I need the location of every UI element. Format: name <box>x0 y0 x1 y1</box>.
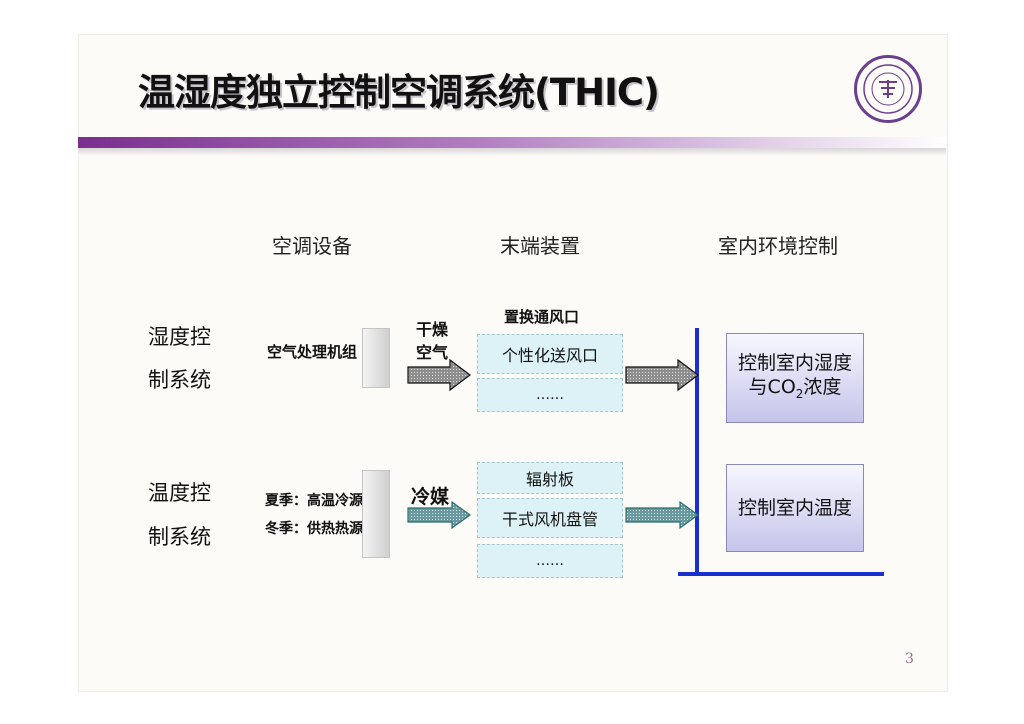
column-header-indoor: 室内环境控制 <box>718 234 838 258</box>
terminal-displacement-vent: 置换通风口 <box>504 308 580 326</box>
humidity-target-line1: 控制室内湿度 <box>737 351 852 374</box>
dry-air-arrow <box>407 358 471 392</box>
terminal-radiant-panel: 辐射板 <box>477 462 623 494</box>
temperature-system-label-line2: 制系统 <box>148 525 211 549</box>
terminal-humidity-more-label: …… <box>536 387 564 403</box>
summer-source-label: 夏季：高温冷源 <box>265 493 363 509</box>
air-handling-unit-label: 空气处理机组 <box>267 343 358 361</box>
university-seal-icon <box>854 55 922 123</box>
refrigerant-label: 冷媒 <box>411 486 450 508</box>
slide-title: 温湿度独立控制空调系统(THIC) <box>138 71 660 114</box>
temperature-control-target: 控制室内温度 <box>726 464 864 552</box>
terminal-personalized-vent-label: 个性化送风口 <box>501 346 598 365</box>
dry-air-label-line1: 干燥 <box>416 320 449 339</box>
terminal-temperature-more: …… <box>477 544 623 578</box>
dry-air-label-line2: 空气 <box>416 343 449 362</box>
humidity-target-line2-prefix: 与CO <box>748 375 796 398</box>
humidity-control-target: 控制室内湿度 与CO2浓度 <box>726 333 864 423</box>
air-handling-unit-box <box>362 328 390 388</box>
terminal-dry-fan-coil: 干式风机盘管 <box>477 498 623 538</box>
humidity-system-label-line1: 湿度控 <box>148 325 211 349</box>
humidity-output-arrow <box>625 358 699 392</box>
terminal-personalized-vent: 个性化送风口 <box>477 334 623 374</box>
heat-cold-source-box <box>362 470 390 558</box>
refrigerant-arrow <box>407 500 472 530</box>
temperature-system-label-line1: 温度控 <box>148 481 211 505</box>
winter-source-label: 冬季：供热热源 <box>265 521 363 537</box>
temperature-target-label: 控制室内温度 <box>737 497 852 519</box>
title-divider-band <box>78 137 946 148</box>
column-header-terminal: 末端装置 <box>500 234 580 258</box>
terminal-humidity-more: …… <box>477 378 623 412</box>
page-number: 3 <box>905 651 914 667</box>
title-divider-shadow <box>78 148 946 156</box>
humidity-target-line2: 与CO2浓度 <box>749 375 842 406</box>
terminal-dry-fan-coil-label: 干式风机盘管 <box>501 510 598 529</box>
temperature-output-arrow <box>625 500 700 530</box>
humidity-target-line2-sub: 2 <box>795 386 804 401</box>
terminal-radiant-panel-label: 辐射板 <box>525 470 574 489</box>
column-header-equipment: 空调设备 <box>272 234 352 258</box>
humidity-system-label-line2: 制系统 <box>148 368 211 392</box>
humidity-target-line2-suffix: 浓度 <box>803 375 842 398</box>
terminal-temperature-more-label: …… <box>536 553 564 569</box>
